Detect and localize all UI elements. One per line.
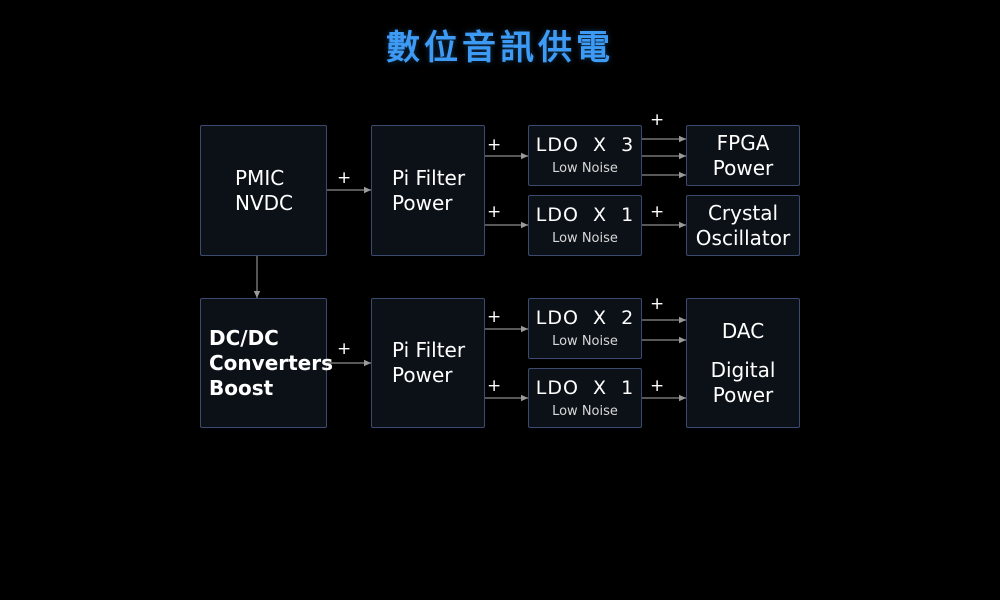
plus-sign: + [650, 202, 665, 222]
dcdc-label: DC/DC [209, 325, 279, 350]
pmic-label: PMIC [235, 165, 285, 190]
digital-label: Digital [710, 357, 776, 382]
ldo-label: LDO X 2 [535, 307, 635, 329]
low-noise-label: Low Noise [552, 334, 618, 349]
low-noise-label: Low Noise [552, 403, 618, 419]
plus-sign: + [650, 376, 665, 396]
power-label: Power [712, 382, 774, 407]
plus-sign: + [650, 110, 665, 130]
low-noise-label: Low Noise [552, 231, 618, 246]
plus-sign: + [487, 307, 502, 327]
page-title: 數位音訊供電 [386, 28, 614, 68]
power-label: Power [712, 155, 774, 180]
pi-filter-top-box: Pi Filter Power [371, 125, 485, 256]
dac-label: DAC [721, 318, 765, 343]
pi-filter-label: Pi Filter [392, 338, 466, 362]
ldo-x2-box: LDO X 2 Low Noise [528, 298, 642, 359]
crystal-oscillator-box: Crystal Oscillator [686, 195, 800, 256]
fpga-power-box: FPGA Power [686, 125, 800, 186]
nvdc-label: NVDC [235, 190, 294, 215]
plus-sign: + [337, 339, 352, 359]
dcdc-converters-box: DC/DC Converters Boost [200, 298, 334, 428]
ldo-x3-box: LDO X 3 Low Noise [528, 125, 642, 186]
plus-sign: + [337, 168, 352, 188]
boost-label: Boost [209, 375, 274, 400]
plus-sign: + [487, 135, 502, 155]
plus-sign: + [487, 376, 502, 396]
ldo-label: LDO X 3 [535, 134, 635, 156]
ldo-x1-top-box: LDO X 1 Low Noise [528, 195, 642, 256]
ldo-x1-bottom-box: LDO X 1 Low Noise [528, 368, 642, 428]
ldo-label: LDO X 1 [535, 204, 635, 226]
pi-filter-bottom-box: Pi Filter Power [371, 298, 485, 428]
plus-sign: + [487, 202, 502, 222]
dac-digital-power-box: DAC Digital Power [686, 298, 800, 428]
plus-sign: + [650, 294, 665, 314]
low-noise-label: Low Noise [552, 161, 618, 176]
crystal-label: Crystal [707, 200, 779, 225]
converters-label: Converters [209, 350, 334, 375]
pi-filter-label: Pi Filter [392, 165, 466, 190]
power-label: Power [392, 363, 453, 387]
ldo-label: LDO X 1 [535, 376, 635, 399]
fpga-label: FPGA [716, 130, 770, 155]
pmic-nvdc-box: PMIC NVDC [200, 125, 327, 256]
power-label: Power [392, 190, 453, 215]
oscillator-label: Oscillator [695, 225, 791, 250]
